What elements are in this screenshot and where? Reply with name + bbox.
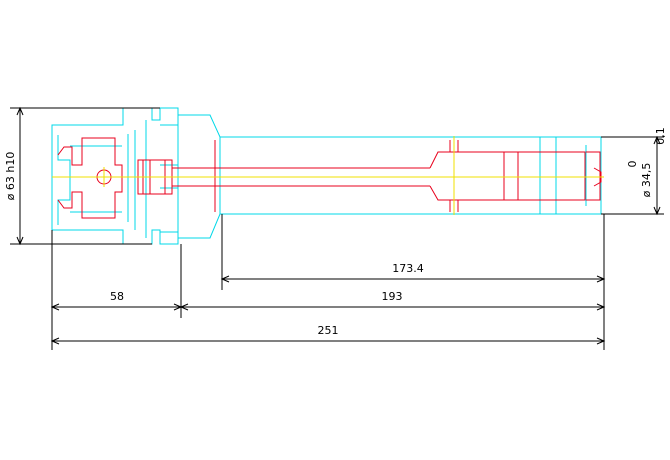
dim-tolerance-lower: 0,1 xyxy=(654,127,667,145)
dim-overall-length: 251 xyxy=(318,324,339,337)
tool-holder-outline xyxy=(51,107,602,245)
dim-shank-length: 193 xyxy=(382,290,403,303)
dim-bore-depth: 173.4 xyxy=(392,262,424,275)
dim-tolerance-upper: 0 xyxy=(626,161,639,168)
centerlines xyxy=(52,136,604,215)
dimension-lines xyxy=(10,106,664,350)
inner-contours xyxy=(57,137,602,219)
dim-flange-length: 58 xyxy=(110,290,124,303)
dim-flange-diameter: ø 63 h10 xyxy=(4,152,17,201)
dim-bore-diameter: ø 34,5 xyxy=(640,163,653,198)
